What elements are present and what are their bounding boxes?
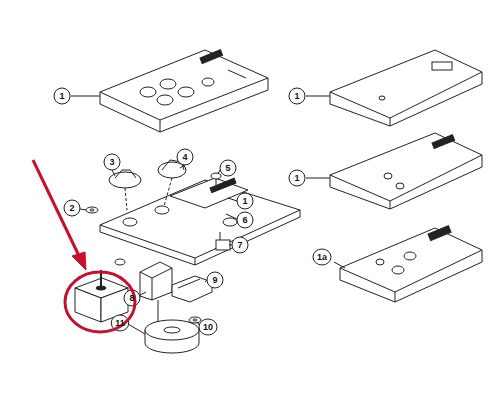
front-panel-variant [330,133,482,209]
callout-number: 1 [56,90,68,102]
chassis-plate [100,178,300,265]
washer [86,207,125,265]
callout-number: 10 [201,321,215,333]
callout-ring [104,154,120,170]
callout-ring [207,272,223,288]
knob [158,160,186,206]
callout-number: 3 [106,156,118,168]
callout-ring [64,200,80,216]
nut [189,317,201,323]
callout-number: 1 [239,195,251,207]
callout-ring [199,319,217,335]
callout-ring [237,193,253,209]
terminal-block [172,276,212,302]
highlight [33,160,135,332]
knob [109,170,141,210]
screw [211,173,221,185]
callout-ring [54,88,70,104]
callout-ring [237,212,253,228]
front-panel-variant [330,50,482,126]
callout-ring [232,237,248,253]
base-disc [145,320,199,353]
callout-number: 5 [222,162,234,174]
callout-ring [54,88,331,335]
callout-number: 1 [291,90,303,102]
callout-number: 2 [66,202,78,214]
callout-ring [289,88,305,104]
callout-number: 8 [126,292,138,304]
callout-number: 1 [291,172,303,184]
leader-line [71,96,345,334]
front-panel [100,50,268,132]
callout-ring [313,249,331,265]
callout-ring [177,149,193,165]
switch [216,232,230,250]
front-panel-variant [340,226,482,302]
callout-number: 7 [234,239,246,251]
callout-number: 11 [113,317,127,329]
callout-number: 1a [315,251,329,263]
callout-number: 4 [179,151,191,163]
callout-ring [289,170,305,186]
callout-ring [220,160,236,176]
callout-number: 6 [239,214,251,226]
callout-number: 9 [209,274,221,286]
